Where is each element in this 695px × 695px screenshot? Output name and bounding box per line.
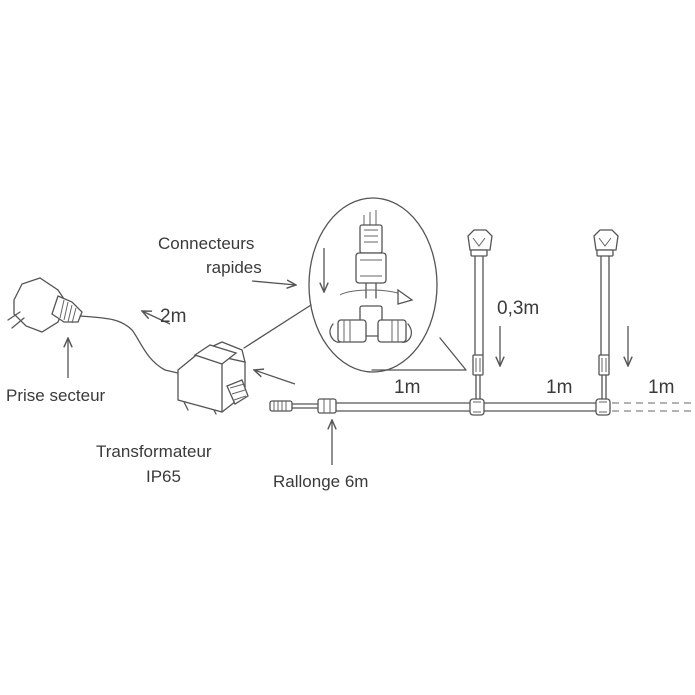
label-connecteurs: Connecteurs [158,234,254,253]
transformer-icon [177,341,249,415]
label-rapides: rapides [206,258,262,277]
label-cable-2m: 2m [160,306,186,327]
label-transformateur: Transformateur [96,442,212,461]
label-segment-2: 1m [546,377,572,398]
label-segment-3: 1m [648,377,674,398]
label-rallonge: Rallonge 6m [273,472,368,491]
cable-continuation [612,402,692,412]
label-segment-1: 1m [394,377,420,398]
zoom-bubble [243,197,467,373]
tee-connector-2 [593,229,619,416]
label-ip65: IP65 [146,467,181,486]
plug-icon [7,277,183,375]
label-prise-secteur: Prise secteur [6,386,106,405]
extension-cable [269,398,471,414]
callout-arrows [68,281,628,465]
label-drop-length: 0,3m [497,298,539,319]
tee-connector-1 [467,229,597,416]
